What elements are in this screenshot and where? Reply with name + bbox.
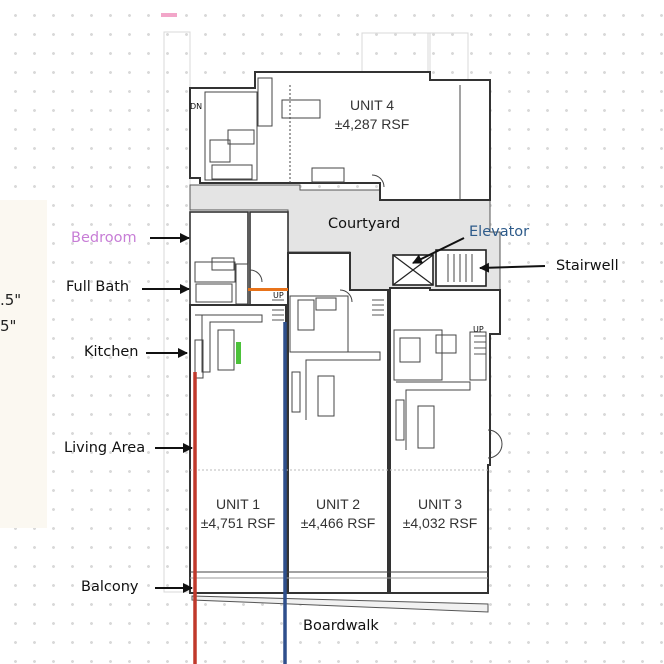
stairwell-label: Stairwell xyxy=(556,258,619,274)
boardwalk-label: Boardwalk xyxy=(303,618,379,634)
side-panel xyxy=(0,200,47,528)
orange-mark xyxy=(248,288,288,291)
full-bath-label: Full Bath xyxy=(66,279,130,295)
unit-4-label: UNIT 4 ±4,287 RSF xyxy=(322,96,422,134)
unit-3-outline xyxy=(389,287,501,594)
unit-3-label: UNIT 3 ±4,032 RSF xyxy=(390,495,490,533)
dn-mark: DN xyxy=(190,102,203,111)
unit-3-area: ±4,032 RSF xyxy=(402,515,478,531)
unit-2-label: UNIT 2 ±4,466 RSF xyxy=(288,495,388,533)
living-area-label: Living Area xyxy=(64,440,146,456)
courtyard-label: Courtyard xyxy=(328,216,401,232)
unit-2-name: UNIT 2 xyxy=(315,496,361,512)
unit-2-outline xyxy=(287,252,389,594)
elevator-arrow xyxy=(412,237,465,264)
unit-2-area: ±4,466 RSF xyxy=(300,515,376,531)
bedroom-label: Bedroom xyxy=(71,230,137,246)
unit-4-area: ±4,287 RSF xyxy=(334,116,410,132)
unit-4-name: UNIT 4 xyxy=(349,97,395,113)
balcony-label: Balcony xyxy=(81,579,139,595)
up-mark-3: UP xyxy=(473,325,484,334)
unit-1-name: UNIT 1 xyxy=(215,496,261,512)
unit-3-name: UNIT 3 xyxy=(417,496,463,512)
unit-1-label: UNIT 1 ±4,751 RSF xyxy=(188,495,288,533)
up-mark-1: UP xyxy=(273,291,284,300)
dimension-text-1: .5" xyxy=(0,291,22,309)
dimension-text-2: 5" xyxy=(0,317,17,335)
stairwell-arrow xyxy=(479,262,546,273)
green-mark xyxy=(236,342,241,364)
unit-4-outline xyxy=(189,71,491,201)
stairwell-block xyxy=(435,249,487,287)
kitchen-label: Kitchen xyxy=(84,344,139,360)
unit-1-area: ±4,751 RSF xyxy=(200,515,276,531)
elevator-label: Elevator xyxy=(469,224,530,240)
boardwalk-edge xyxy=(191,595,489,613)
